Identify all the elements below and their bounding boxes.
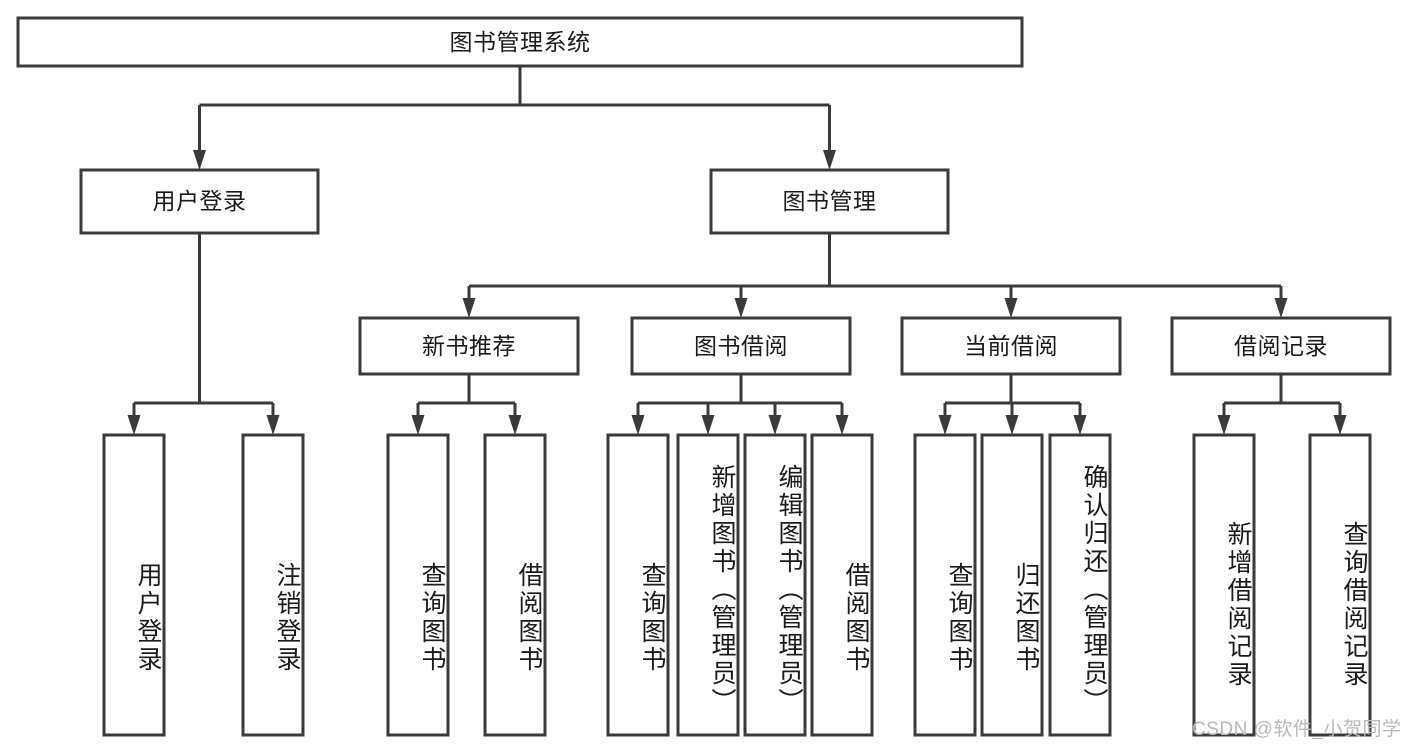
node-box-l-logout <box>241 433 305 737</box>
node-box-l-query2 <box>606 433 670 737</box>
node-box-bookmgmt <box>709 168 950 235</box>
csdn-watermark: CSDN @软件_小贺同学 <box>1192 719 1402 740</box>
node-box-l-return <box>980 433 1044 737</box>
node-box-l-borrow1 <box>483 433 547 737</box>
node-box-login <box>79 168 320 235</box>
node-box-l-addrec <box>1192 433 1256 737</box>
node-box-borrow <box>630 316 852 376</box>
node-box-l-edit <box>743 433 807 737</box>
node-box-current <box>900 316 1122 376</box>
node-box-l-query3 <box>913 433 977 737</box>
node-box-l-borrow2 <box>810 433 874 737</box>
node-box-newbook <box>358 316 580 376</box>
node-box-l-query1 <box>386 433 450 737</box>
node-box-l-login <box>102 433 166 737</box>
node-box-l-queryrec <box>1308 433 1372 737</box>
node-box-records <box>1170 316 1392 376</box>
node-box-root <box>16 16 1024 68</box>
node-box-l-add <box>676 433 740 737</box>
node-box-l-confirm <box>1048 433 1112 737</box>
